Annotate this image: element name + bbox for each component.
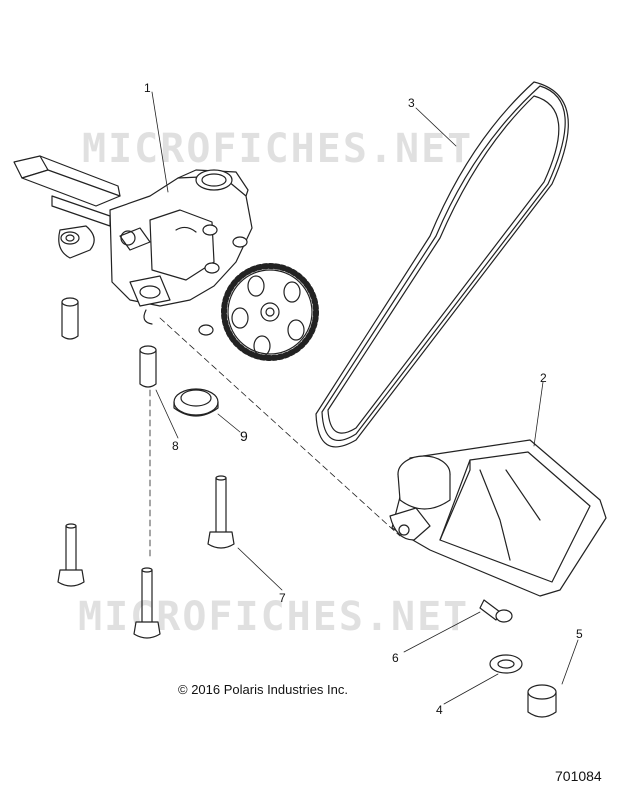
dowel-pins xyxy=(61,297,157,388)
callout-2: 2 xyxy=(540,371,547,385)
callout-1: 1 xyxy=(144,81,151,95)
watermark-top: MICROFICHES.NET xyxy=(82,126,474,172)
oil-pump xyxy=(13,155,253,336)
oil-strainer xyxy=(389,439,607,597)
callout-6: 6 xyxy=(392,651,399,665)
figure-number: 701084 xyxy=(555,768,602,784)
callout-7: 7 xyxy=(279,591,286,605)
copyright-notice: © 2016 Polaris Industries Inc. xyxy=(178,682,348,697)
callout-5: 5 xyxy=(576,627,583,641)
seal-ring xyxy=(173,388,219,417)
callout-8: 8 xyxy=(172,439,179,453)
strainer-bolt xyxy=(479,599,513,623)
sprocket xyxy=(221,263,319,361)
callout-9: 9 xyxy=(240,428,248,444)
bolts xyxy=(57,475,235,639)
washer-and-plug xyxy=(489,654,557,718)
callout-3: 3 xyxy=(408,96,415,110)
drive-belt xyxy=(315,81,569,448)
callout-4: 4 xyxy=(436,703,443,717)
